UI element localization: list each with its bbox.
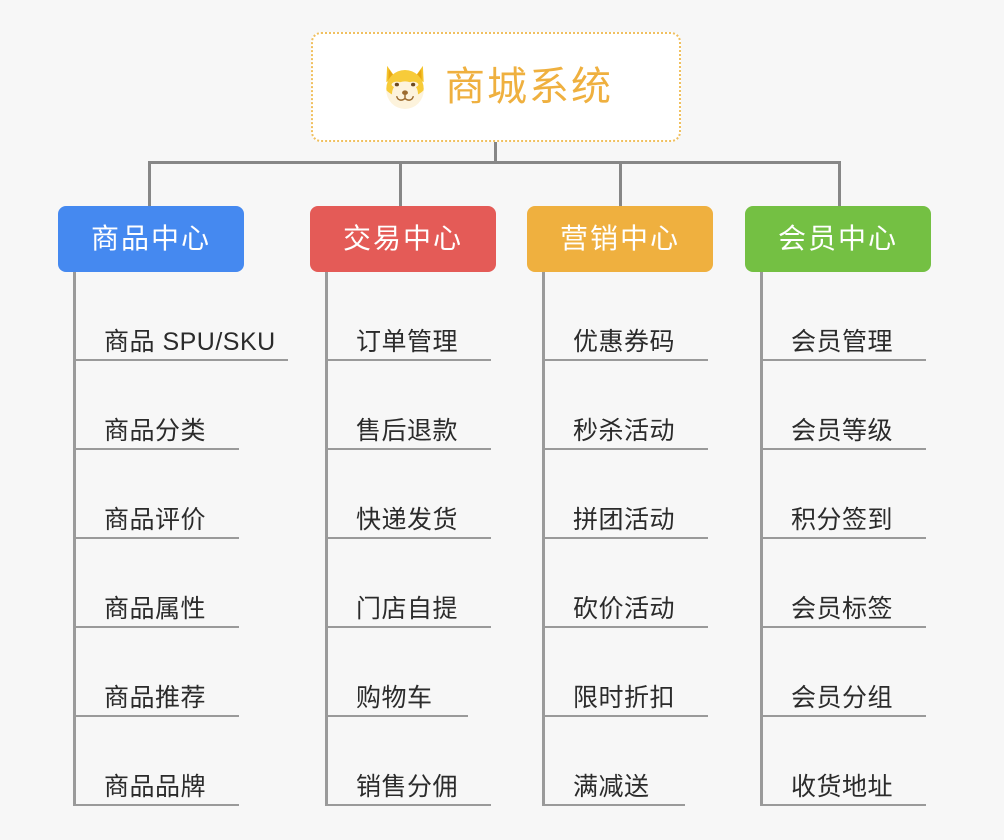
leaf-item-label: 砍价活动 [573, 594, 676, 623]
connector-drop-4 [838, 161, 841, 206]
leaf-item[interactable]: 门店自提 [325, 539, 491, 628]
leaf-item-label: 商品评价 [104, 505, 207, 534]
leaf-item[interactable]: 砍价活动 [542, 539, 708, 628]
leaf-item[interactable]: 商品属性 [73, 539, 239, 628]
leaf-item[interactable]: 快递发货 [325, 450, 491, 539]
leaf-item[interactable]: 会员分组 [760, 628, 926, 717]
branch-column-2: 交易中心订单管理售后退款快递发货门店自提购物车销售分佣 [310, 206, 496, 806]
leaf-item-label: 购物车 [356, 683, 433, 712]
leaf-item[interactable]: 满减送 [542, 717, 685, 806]
leaf-item[interactable]: 限时折扣 [542, 628, 708, 717]
leaf-item-label: 商品推荐 [104, 683, 207, 712]
connector-drop-2 [399, 161, 402, 206]
leaf-item-label: 拼团活动 [573, 505, 676, 534]
category-header-4[interactable]: 会员中心 [745, 206, 931, 272]
column-spine-3 [542, 272, 545, 806]
branch-column-4: 会员中心会员管理会员等级积分签到会员标签会员分组收货地址 [745, 206, 931, 806]
leaf-item[interactable]: 拼团活动 [542, 450, 708, 539]
leaf-list-1: 商品 SPU/SKU 商品分类商品评价商品属性商品推荐商品品牌 [73, 272, 313, 806]
leaf-item[interactable]: 商品品牌 [73, 717, 239, 806]
category-header-1[interactable]: 商品中心 [58, 206, 244, 272]
column-spine-4 [760, 272, 763, 806]
leaf-item-label: 会员等级 [791, 416, 894, 445]
leaf-item[interactable]: 销售分佣 [325, 717, 491, 806]
category-header-2[interactable]: 交易中心 [310, 206, 496, 272]
leaf-item-label: 商品 SPU/SKU [104, 327, 276, 356]
leaf-item[interactable]: 会员等级 [760, 361, 926, 450]
leaf-item-label: 商品属性 [104, 594, 207, 623]
leaf-item-label: 限时折扣 [573, 683, 676, 712]
root-node[interactable]: 商城系统 [311, 32, 681, 142]
leaf-item[interactable]: 秒杀活动 [542, 361, 708, 450]
leaf-list-2: 订单管理售后退款快递发货门店自提购物车销售分佣 [325, 272, 565, 806]
leaf-item-label: 销售分佣 [356, 772, 459, 801]
leaf-item[interactable]: 商品推荐 [73, 628, 239, 717]
leaf-item-label: 秒杀活动 [573, 416, 676, 445]
leaf-item-label: 会员标签 [791, 594, 894, 623]
leaf-item[interactable]: 商品评价 [73, 450, 239, 539]
leaf-item[interactable]: 商品 SPU/SKU [73, 272, 288, 361]
leaf-list-4: 会员管理会员等级积分签到会员标签会员分组收货地址 [760, 272, 1000, 806]
leaf-item-label: 优惠券码 [573, 327, 676, 356]
leaf-item-label: 满减送 [573, 772, 650, 801]
leaf-item[interactable]: 收货地址 [760, 717, 926, 806]
connector-drop-3 [619, 161, 622, 206]
root-title: 商城系统 [445, 65, 613, 109]
connector-horizontal-bus [148, 161, 839, 164]
column-spine-1 [73, 272, 76, 806]
leaf-item-label: 快递发货 [356, 505, 459, 534]
branch-column-3: 营销中心优惠券码秒杀活动拼团活动砍价活动限时折扣满减送 [527, 206, 713, 806]
branch-column-1: 商品中心商品 SPU/SKU 商品分类商品评价商品属性商品推荐商品品牌 [58, 206, 288, 806]
connector-drop-1 [148, 161, 151, 206]
leaf-item-label: 会员分组 [791, 683, 894, 712]
leaf-item-label: 订单管理 [356, 327, 459, 356]
leaf-item[interactable]: 商品分类 [73, 361, 239, 450]
leaf-item-label: 商品品牌 [104, 772, 207, 801]
column-spine-2 [325, 272, 328, 806]
leaf-item-label: 会员管理 [791, 327, 894, 356]
leaf-item-label: 积分签到 [791, 505, 894, 534]
leaf-item[interactable]: 会员标签 [760, 539, 926, 628]
leaf-item[interactable]: 售后退款 [325, 361, 491, 450]
connector-root-stem [494, 142, 497, 164]
dog-face-icon [379, 61, 431, 113]
leaf-item[interactable]: 订单管理 [325, 272, 491, 361]
leaf-item[interactable]: 购物车 [325, 628, 468, 717]
category-header-3[interactable]: 营销中心 [527, 206, 713, 272]
leaf-item-label: 收货地址 [791, 772, 894, 801]
leaf-item[interactable]: 会员管理 [760, 272, 926, 361]
leaf-item[interactable]: 积分签到 [760, 450, 926, 539]
leaf-item-label: 商品分类 [104, 416, 207, 445]
leaf-item-label: 门店自提 [356, 594, 459, 623]
leaf-item-label: 售后退款 [356, 416, 459, 445]
leaf-item[interactable]: 优惠券码 [542, 272, 708, 361]
leaf-list-3: 优惠券码秒杀活动拼团活动砍价活动限时折扣满减送 [542, 272, 782, 806]
